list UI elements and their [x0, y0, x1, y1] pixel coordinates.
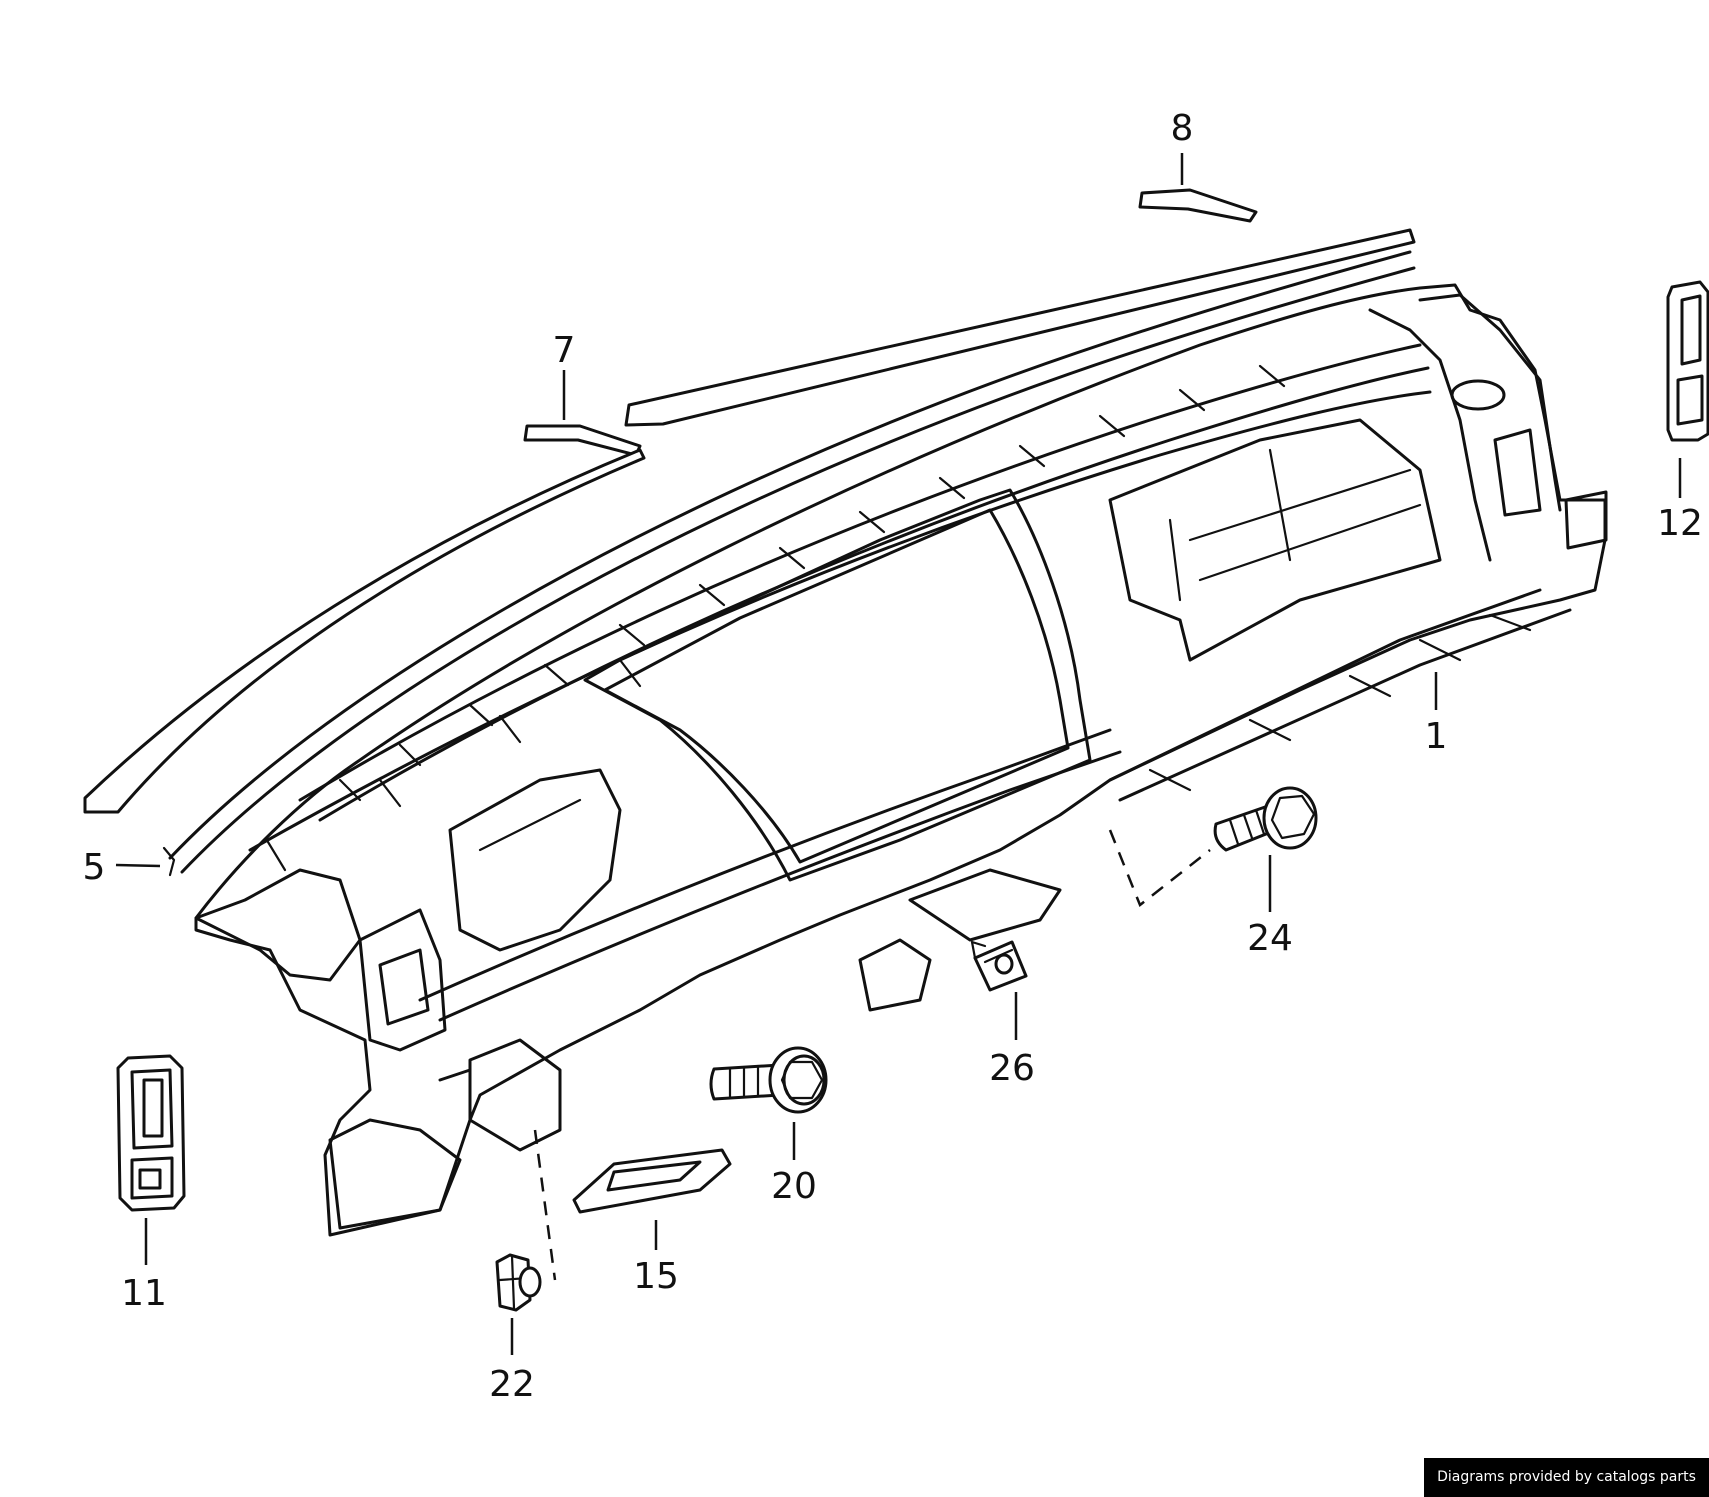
callout-5[interactable]: 5 — [83, 847, 106, 888]
callout-1[interactable]: 1 — [1425, 716, 1448, 757]
part-5-windshield-seal[interactable] — [162, 250, 1416, 877]
part-22-clip-nut[interactable] — [495, 1253, 542, 1312]
callout-labels: 1 5 7 8 11 12 15 20 22 24 26 — [83, 108, 1703, 1405]
callout-22[interactable]: 22 — [489, 1364, 535, 1405]
assembly-line-22 — [533, 1129, 557, 1281]
callout-12[interactable]: 12 — [1657, 503, 1703, 544]
callout-24[interactable]: 24 — [1247, 918, 1293, 959]
callout-8[interactable]: 8 — [1171, 108, 1194, 149]
callout-26[interactable]: 26 — [989, 1048, 1035, 1089]
part-11-side-vent[interactable] — [116, 1054, 186, 1212]
assembly-line-24 — [1108, 829, 1211, 908]
part-20-bolt[interactable] — [709, 1046, 828, 1114]
callout-11[interactable]: 11 — [121, 1273, 167, 1314]
part-1-dashboard-carrier[interactable] — [194, 283, 1608, 1237]
callout-15[interactable]: 15 — [633, 1256, 679, 1297]
part-8-trim-strip[interactable] — [624, 188, 1416, 427]
part-12-side-vent[interactable] — [1666, 280, 1709, 442]
credit-banner: Diagrams provided by catalogs parts — [1424, 1458, 1709, 1497]
leader-lines — [115, 153, 1682, 1355]
part-24-bolt[interactable] — [1213, 786, 1318, 852]
callout-20[interactable]: 20 — [771, 1166, 817, 1207]
part-26-speed-nut[interactable] — [970, 940, 1028, 992]
part-7-trim-strip[interactable] — [83, 424, 646, 814]
callout-7[interactable]: 7 — [553, 330, 576, 371]
part-15-pad[interactable] — [572, 1148, 732, 1214]
credit-text: Diagrams provided by catalogs parts — [1437, 1469, 1696, 1485]
